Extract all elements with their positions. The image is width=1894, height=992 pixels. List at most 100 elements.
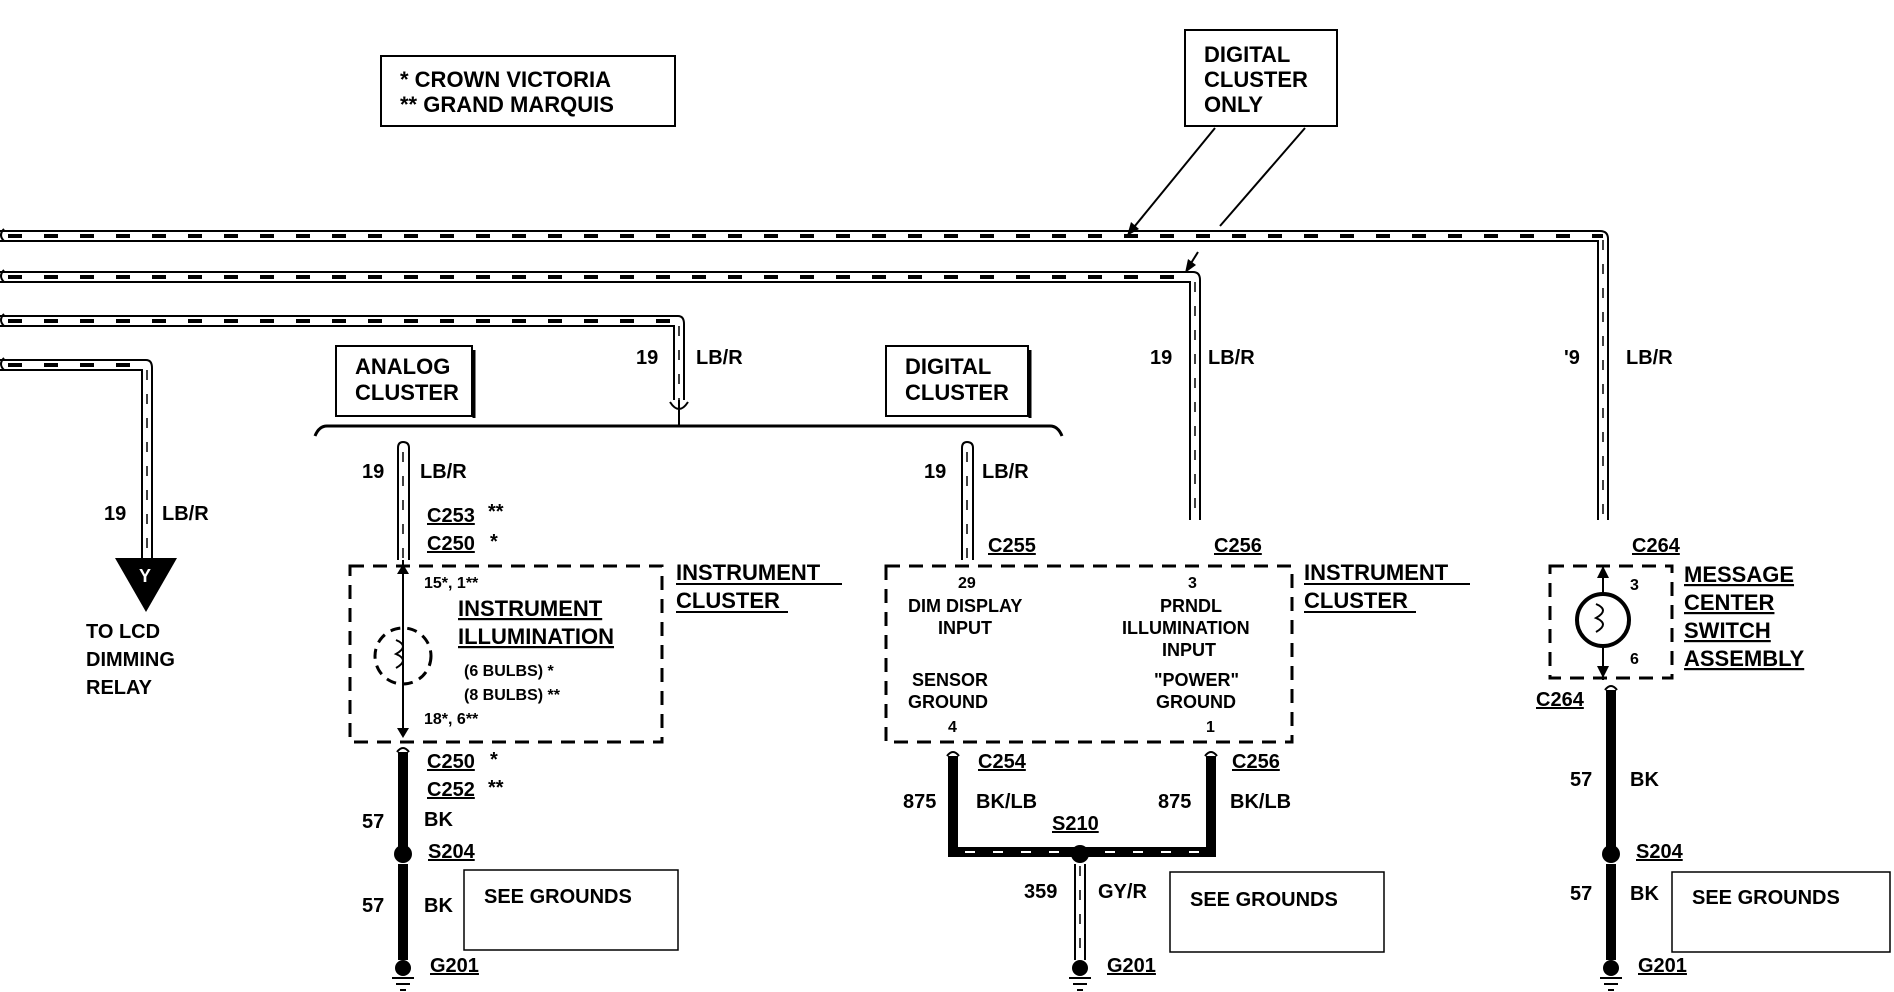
digital-cluster-title: INSTRUMENT bbox=[1304, 560, 1449, 585]
lcd-relay-line1: TO LCD bbox=[86, 621, 160, 643]
digital-instrument-cluster-box bbox=[884, 564, 1294, 744]
connector-c256-top: C256 bbox=[1214, 535, 1262, 557]
splice-s204-left bbox=[394, 845, 412, 863]
c250-bottom-note: * bbox=[490, 749, 498, 771]
analog-cluster-label: ANALOG bbox=[355, 354, 450, 379]
msg-pin-3: 3 bbox=[1630, 577, 1639, 594]
power-ground-label-2: GROUND bbox=[1156, 692, 1236, 712]
connector-c264-top: C264 bbox=[1632, 535, 1681, 557]
bulbs-grand-marquis: (8 BULBS) ** bbox=[464, 687, 561, 704]
digital-wire-color: LB/R bbox=[982, 461, 1029, 483]
wire-b-color: LB/R bbox=[1208, 347, 1255, 369]
analog-wire-color: LB/R bbox=[420, 461, 467, 483]
arrowhead-1 bbox=[1127, 222, 1139, 236]
wire-c-circuit: 19 bbox=[636, 347, 658, 369]
wire-b-circuit: 19 bbox=[1150, 347, 1172, 369]
prndl-label-3: INPUT bbox=[1162, 640, 1216, 660]
lcd-dimming-relay: 19 LB/R Y TO LCD DIMMING RELAY bbox=[86, 503, 209, 699]
connector-c253: C253 bbox=[427, 505, 475, 527]
analog-cluster-title-2: CLUSTER bbox=[676, 588, 780, 613]
connector-c252: C252 bbox=[427, 779, 475, 801]
legend-box: * CROWN VICTORIA ** GRAND MARQUIS bbox=[380, 55, 676, 127]
sensor-ground-label: SENSOR bbox=[912, 670, 988, 690]
ground-g201-left bbox=[395, 960, 411, 976]
ground-g201-label-right: G201 bbox=[1638, 955, 1687, 977]
c252-note: ** bbox=[488, 777, 504, 799]
gyr-circuit: 359 bbox=[1024, 881, 1057, 903]
analog-bk-circuit-2: 57 bbox=[362, 895, 384, 917]
bulbs-crown-victoria: (6 BULBS) * bbox=[464, 663, 555, 680]
analog-pin-top: 15*, 1** bbox=[424, 575, 479, 592]
msg-wire-circuit: '9 bbox=[1564, 347, 1580, 369]
pin-4: 4 bbox=[948, 719, 957, 736]
see-grounds-left: SEE GROUNDS bbox=[484, 886, 632, 908]
connector-c254: C254 bbox=[978, 751, 1027, 773]
gyr-color: GY/R bbox=[1098, 881, 1147, 903]
msg-wire-color: LB/R bbox=[1626, 347, 1673, 369]
see-grounds-box-middle bbox=[1169, 871, 1385, 953]
digital-only-line3: ONLY bbox=[1204, 92, 1263, 117]
switch-bulb-icon bbox=[1575, 592, 1631, 648]
connector-y-symbol bbox=[115, 558, 177, 612]
digital-only-line2: CLUSTER bbox=[1204, 67, 1308, 92]
digital-branch: 19 LB/R C255 19 LB/R C256 INSTRUMENT CLU… bbox=[884, 347, 1470, 991]
analog-bk-circuit: 57 bbox=[362, 811, 384, 833]
analog-cluster-label-2: CLUSTER bbox=[355, 380, 459, 405]
arrowhead-3 bbox=[1185, 259, 1196, 273]
bklb-color-left: BK/LB bbox=[976, 791, 1037, 813]
pin-29: 29 bbox=[958, 575, 976, 592]
splice-s204-label-left: S204 bbox=[428, 841, 476, 863]
analog-bk-color-2: BK bbox=[424, 895, 453, 917]
message-center-branch: '9 LB/R C264 3 6 MESSAGE CENTER SWITCH A… bbox=[1536, 347, 1891, 991]
splice-s204-right bbox=[1602, 845, 1620, 863]
prndl-label-2: ILLUMINATION bbox=[1122, 618, 1250, 638]
see-grounds-box-left bbox=[463, 869, 679, 951]
dim-display-label-2: INPUT bbox=[938, 618, 992, 638]
analog-branch: 19 LB/R C253 ** C250 * INSTRUMENT CLUSTE… bbox=[348, 440, 842, 991]
lcd-wire-circuit: 19 bbox=[104, 503, 126, 525]
bulb-icon bbox=[373, 626, 433, 686]
ground-g201-middle bbox=[1072, 960, 1088, 976]
splice-s210-label: S210 bbox=[1052, 813, 1099, 835]
connector-c250-bottom: C250 bbox=[427, 751, 475, 773]
splice-s210 bbox=[1071, 845, 1089, 863]
splice-s204-label-right: S204 bbox=[1636, 841, 1684, 863]
analog-pin-bottom: 18*, 6** bbox=[424, 711, 479, 728]
digital-cluster-label-2: CLUSTER bbox=[905, 380, 1009, 405]
see-grounds-right: SEE GROUNDS bbox=[1692, 887, 1840, 909]
msg-bk-color: BK bbox=[1630, 769, 1659, 791]
connector-c264-bottom: C264 bbox=[1536, 689, 1585, 711]
see-grounds-middle: SEE GROUNDS bbox=[1190, 889, 1338, 911]
analog-instrument-cluster-box bbox=[348, 564, 664, 744]
message-center-label-4: ASSEMBLY bbox=[1684, 646, 1805, 671]
connector-c250-top: C250 bbox=[427, 533, 475, 555]
connector-y-pin: Y bbox=[139, 566, 151, 586]
pointer-line-2 bbox=[1219, 127, 1306, 227]
illumination-label: INSTRUMENT bbox=[458, 596, 603, 621]
bklb-color-right: BK/LB bbox=[1230, 791, 1291, 813]
prndl-label: PRNDL bbox=[1160, 596, 1222, 616]
illumination-label-2: ILLUMINATION bbox=[458, 624, 614, 649]
digital-cluster-only-box: DIGITAL CLUSTER ONLY bbox=[1127, 29, 1338, 273]
msg-bk-circuit: 57 bbox=[1570, 769, 1592, 791]
lbr-wire-bundle bbox=[0, 228, 1609, 560]
lcd-relay-line2: DIMMING bbox=[86, 649, 175, 671]
lcd-wire-color: LB/R bbox=[162, 503, 209, 525]
legend-crown-victoria: * CROWN VICTORIA bbox=[400, 67, 611, 92]
bklb-circuit-right: 875 bbox=[1158, 791, 1191, 813]
digital-cluster-label: DIGITAL bbox=[905, 354, 991, 379]
see-grounds-box-right bbox=[1671, 871, 1891, 953]
message-center-label-3: SWITCH bbox=[1684, 618, 1771, 643]
legend-grand-marquis: ** GRAND MARQUIS bbox=[400, 92, 614, 117]
analog-bk-color: BK bbox=[424, 809, 453, 831]
bklb-circuit-left: 875 bbox=[903, 791, 936, 813]
connector-c256-bottom: C256 bbox=[1232, 751, 1280, 773]
message-center-label: MESSAGE bbox=[1684, 562, 1794, 587]
analog-wire-circuit: 19 bbox=[362, 461, 384, 483]
digital-cluster-title-2: CLUSTER bbox=[1304, 588, 1408, 613]
message-center-label-2: CENTER bbox=[1684, 590, 1775, 615]
digital-wire-circuit: 19 bbox=[924, 461, 946, 483]
c253-note: ** bbox=[488, 501, 504, 523]
digital-only-line1: DIGITAL bbox=[1204, 42, 1290, 67]
